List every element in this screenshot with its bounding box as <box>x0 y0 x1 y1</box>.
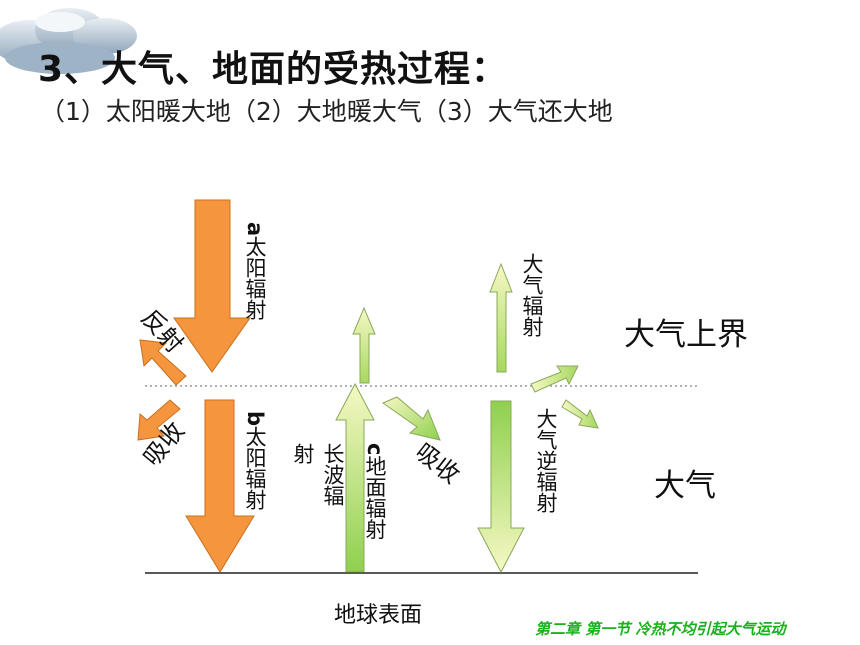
ground-radiation-escape-arrow <box>352 306 376 384</box>
slide-subtitle: （1）太阳暖大地（2）大地暖大气（3）大气还大地 <box>40 97 613 126</box>
slide-footer: 第二章 第一节 冷热不均引起大气运动 <box>535 620 786 638</box>
label-ground-surface: 地球表面 <box>334 603 423 628</box>
label-longwave: 长波辐 <box>321 443 345 506</box>
label-c-letter: c <box>363 443 387 456</box>
label-a-letter: a <box>243 222 267 237</box>
reflection-arrow <box>139 339 187 386</box>
solar-radiation-a-arrow <box>173 199 251 373</box>
label-b-text: 太阳辐射 <box>243 426 267 511</box>
label-atmosphere: 大气 <box>654 468 716 504</box>
radiation-sideways-arrow <box>561 399 599 429</box>
counter-radiation-arrow <box>477 400 525 574</box>
label-b-solar-radiation: b太阳辐射 <box>243 411 267 511</box>
label-c-text: 地面辐射 <box>363 455 387 540</box>
label-upper-boundary: 大气上界 <box>624 317 748 353</box>
solar-radiation-b-arrow <box>185 399 255 573</box>
cloud-decoration <box>0 8 137 74</box>
atmosphere-absorption-arrow <box>381 396 441 441</box>
radiation-outward-arrow <box>530 365 579 393</box>
label-b-letter: b <box>243 411 267 427</box>
atmosphere-radiation-arrow <box>489 262 513 373</box>
absorption-arrow <box>137 399 181 441</box>
label-a-solar-radiation: a太阳辐射 <box>243 222 267 321</box>
label-c-ground-radiation: c地面辐射 <box>363 443 387 540</box>
label-a-text: 太阳辐射 <box>243 236 267 321</box>
label-longwave-she: 射 <box>291 443 315 464</box>
ground-radiation-arrow <box>335 382 375 573</box>
slide-title: 3、大气、地面的受热过程： <box>38 49 509 90</box>
label-atmosphere-radiation: 大气辐射 <box>520 253 544 337</box>
label-counter-radiation: 大气逆辐射 <box>534 408 558 513</box>
